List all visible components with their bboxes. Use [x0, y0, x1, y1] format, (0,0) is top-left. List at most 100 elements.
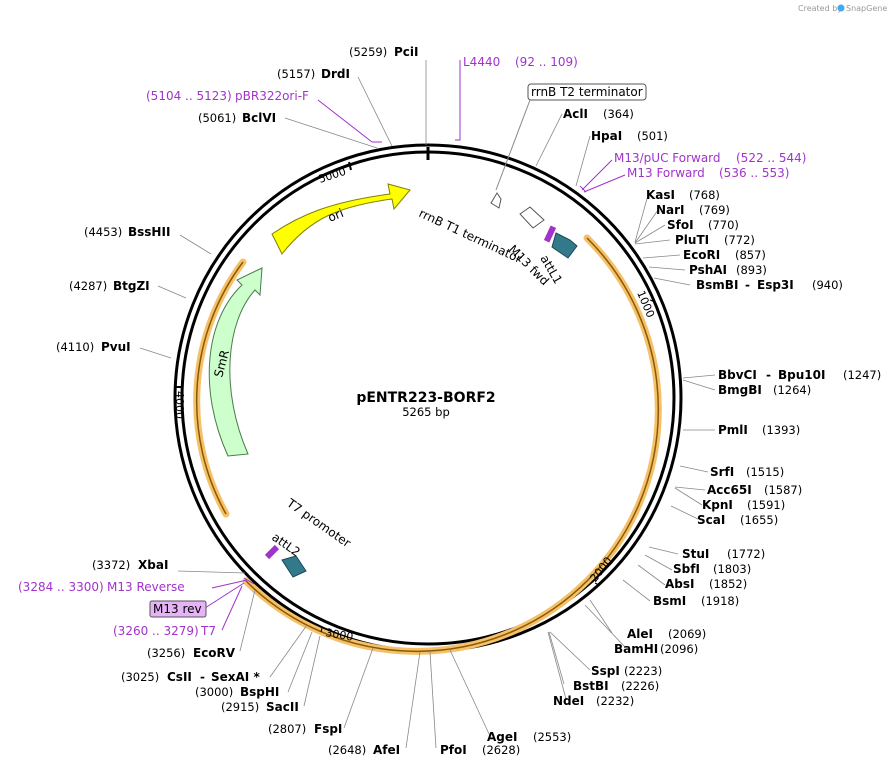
site-name-hpai[interactable]: HpaI [591, 129, 622, 143]
rrnb-t2-terminator-shape [490, 192, 502, 209]
site-name-bpu10i[interactable]: Bpu10I [778, 368, 825, 382]
site-pos-xbai: (3372) [92, 558, 130, 572]
site-name-agei[interactable]: AgeI [487, 730, 517, 744]
site-pos-kasi: (768) [689, 188, 720, 202]
m13-rev-label[interactable]: M13 rev [153, 602, 202, 616]
site-name-pshai[interactable]: PshAI [689, 263, 727, 277]
ori-feature-arrow [271, 183, 411, 255]
site-name-bbvci[interactable]: BbvCI [718, 368, 757, 382]
site-name-pvui[interactable]: PvuI [101, 340, 131, 354]
site-pos-pluti: (772) [724, 233, 755, 247]
credit-text: Created by [798, 4, 842, 13]
site-name-bsphi[interactable]: BspHI [240, 685, 279, 699]
site-pos-alei: (2069) [668, 627, 706, 641]
rrnb-t2-label: rrnB T2 terminator [531, 85, 643, 99]
site-name-sacii[interactable]: SacII [266, 700, 299, 714]
rrnb-t2-label-box [527, 83, 647, 101]
site-separator-csii: - [200, 670, 205, 684]
site-pos-sacii: (2915) [221, 700, 259, 714]
site-name-sspi[interactable]: SspI [591, 664, 620, 678]
site-pos-drdi: (5157) [277, 67, 315, 81]
site-name-nari[interactable]: NarI [656, 203, 685, 217]
primer-name-l4440[interactable]: L4440 [463, 55, 500, 69]
m13-rev-primer-mark [264, 544, 280, 560]
site-pos-btgzi: (4287) [69, 279, 107, 293]
primer-name-m13-puc-forward[interactable]: M13/pUC Forward [614, 151, 721, 165]
site-name-kasi[interactable]: KasI [646, 188, 675, 202]
site-name-ecori[interactable]: EcoRI [683, 248, 720, 262]
site-name-bsmi[interactable]: BsmI [653, 594, 686, 608]
site-name-csii[interactable]: CsII [167, 670, 192, 684]
primer-name-m13-reverse[interactable]: M13 Reverse [107, 580, 185, 594]
tick-2000 [594, 582, 600, 586]
site-name-pluti[interactable]: PluTI [675, 233, 709, 247]
tick-label-3000: 3000 [324, 626, 354, 644]
site-name-fspi[interactable]: FspI [314, 722, 342, 736]
smr-feature-arrow [208, 267, 263, 457]
attl2-label: attL2 [269, 530, 303, 559]
site-name-bmgbi[interactable]: BmgBI [718, 383, 762, 397]
site-pos-bstbi: (2226) [621, 679, 659, 693]
site-pos-pvui: (4110) [56, 340, 94, 354]
site-name-sbfi[interactable]: SbfI [673, 562, 700, 576]
site-name-scai[interactable]: ScaI [697, 513, 725, 527]
site-pos-srfi: (1515) [746, 465, 784, 479]
site-pos-bsshii: (4453) [84, 225, 122, 239]
m13-fwd-primer-mark [543, 225, 557, 243]
site-name-sexai[interactable]: SexAI * [211, 670, 260, 684]
site-pos-scai: (1655) [740, 513, 778, 527]
site-name-srfi[interactable]: SrfI [710, 465, 734, 479]
attl2-feature-arrow [281, 555, 307, 578]
site-name-xbai[interactable]: XbaI [138, 558, 168, 572]
site-name-stui[interactable]: StuI [682, 547, 709, 561]
site-name-pmli[interactable]: PmlI [718, 423, 748, 437]
site-name-bstbi[interactable]: BstBI [573, 679, 609, 693]
site-name-alei[interactable]: AleI [627, 627, 653, 641]
site-name-sfoi[interactable]: SfoI [667, 218, 694, 232]
site-pos-bsmbi: (940) [812, 278, 843, 292]
primer-name-t7[interactable]: T7 [200, 624, 216, 638]
site-name-bclvi[interactable]: BclVI [242, 111, 276, 125]
site-pos-sfoi: (770) [708, 218, 739, 232]
primer-name-pbr322ori[interactable]: pBR322ori-F [235, 89, 309, 103]
site-pos-acc65i: (1587) [764, 483, 802, 497]
site-pos-hpai: (501) [637, 129, 668, 143]
site-name-acc65i[interactable]: Acc65I [707, 483, 752, 497]
site-name-absi[interactable]: AbsI [665, 577, 694, 591]
site-pos-bbvci: (1247) [843, 368, 881, 382]
site-pos-bclvi: (5061) [198, 111, 236, 125]
primer-pos-m13-reverse: (3284 .. 3300) [18, 580, 104, 594]
site-pos-sbfi: (1803) [713, 562, 751, 576]
rrnb-t1-label: rrnB T1 terminator [417, 206, 524, 266]
site-name-btgzi[interactable]: BtgZI [113, 279, 150, 293]
site-name-bsmbi[interactable]: BsmBI [696, 278, 738, 292]
site-pos-stui: (1772) [727, 547, 765, 561]
site-name-ecorv[interactable]: EcoRV [193, 646, 236, 660]
ori-label: ori [326, 206, 346, 225]
primer-pos-pbr322ori: (5104 .. 5123) [146, 89, 232, 103]
site-name-bsshii[interactable]: BssHII [128, 225, 170, 239]
site-name-drdi[interactable]: DrdI [321, 67, 350, 81]
site-name-esp3i[interactable]: Esp3I [757, 278, 794, 292]
site-name-bamhi[interactable]: BamHI [614, 642, 658, 656]
site-name-kpni[interactable]: KpnI [702, 498, 733, 512]
orf-arc-right [242, 234, 662, 655]
site-pos-acli: (364) [603, 107, 634, 121]
site-pos-afei: (2648) [328, 743, 366, 757]
site-name-ndei[interactable]: NdeI [553, 694, 584, 708]
site-pos-bmgbi: (1264) [773, 383, 811, 397]
rrnb-t1-terminator-shape [519, 206, 545, 229]
site-name-pcii[interactable]: PciI [394, 45, 419, 59]
m13-rev-label-box [149, 600, 207, 618]
site-name-pfoi[interactable]: PfoI [440, 743, 467, 757]
site-pos-pmli: (1393) [762, 423, 800, 437]
site-name-acli[interactable]: AclI [563, 107, 588, 121]
site-leader-lines [139, 60, 716, 749]
site-name-afei[interactable]: AfeI [373, 743, 400, 757]
tick-5000 [348, 161, 352, 171]
primer-name-m13-forward[interactable]: M13 Forward [627, 166, 705, 180]
credit-brand: SnapGene [846, 4, 887, 13]
site-pos-bsphi: (3000) [195, 685, 233, 699]
